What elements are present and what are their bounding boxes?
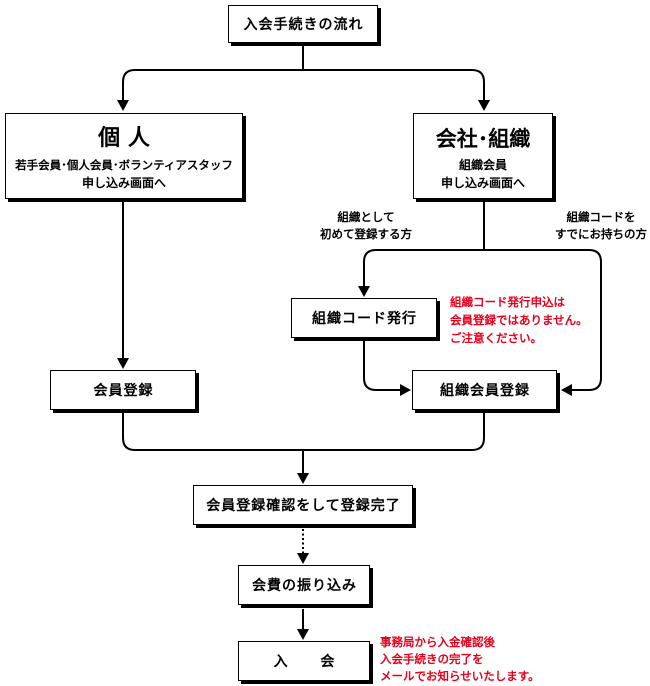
org-code-warning-line2: 会員登録ではありません。: [450, 313, 588, 327]
connector-branch-split: [122, 69, 485, 101]
arrowhead-to-fee-payment: [297, 553, 309, 564]
confirm-complete-label: 会員登録確認をして登録完了: [206, 498, 401, 514]
flow-title: 入会手続きの流れ: [243, 17, 364, 33]
org-member-registration-box[interactable]: 組織会員登録: [412, 370, 557, 410]
admission-notice-line2: 入会手続きの完了を: [380, 652, 484, 666]
first-time-org-label-line1: 組織として: [337, 210, 395, 224]
organization-application-link-text: 申し込み画面へ: [440, 176, 525, 190]
admission-notice-note: 事務局から入金確認後 入会手続きの完了を メールでお知らせいたします。: [380, 634, 540, 685]
connector-org-code-to-registration: [363, 341, 401, 391]
individual-heading: 個 人: [98, 126, 150, 151]
org-code-issue-label: 組織コード発行: [312, 311, 417, 327]
individual-application-link-text: 申し込み画面へ: [81, 176, 166, 190]
first-time-org-label-line2: 初めて登録する方: [320, 227, 412, 241]
has-code-org-label-line2: すでにお持ちの方: [554, 227, 648, 241]
confirm-complete-box: 会員登録確認をして登録完了: [193, 485, 413, 525]
org-code-issue-box[interactable]: 組織コード発行: [291, 298, 437, 338]
has-code-org-label-line1: 組織コードを: [566, 210, 636, 224]
arrowhead-to-org-code-issue: [358, 286, 370, 297]
member-registration-box[interactable]: 会員登録: [50, 370, 196, 410]
first-time-org-label: 組織として 初めて登録する方: [316, 209, 416, 243]
individual-member-types: 若手会員･個人会員･ボランティアスタッフ: [15, 158, 233, 172]
organization-heading: 会社･組織: [435, 127, 531, 151]
arrowhead-existing-code-to-org-registration: [561, 384, 572, 396]
admission-notice-line3: メールでお知らせいたします。: [380, 669, 540, 683]
organization-branch-box[interactable]: 会社･組織 組織会員 申し込み画面へ: [413, 113, 553, 199]
arrowhead-to-confirm: [297, 473, 309, 484]
admission-label: 入 会: [273, 654, 336, 670]
arrowhead-new-code-to-org-registration: [400, 384, 411, 396]
has-code-org-label: 組織コードを すでにお持ちの方: [553, 209, 649, 243]
fee-payment-box: 会費の振り込み: [238, 565, 370, 605]
flow-title-box: 入会手続きの流れ: [228, 5, 378, 43]
org-member-registration-label: 組織会員登録: [440, 383, 530, 399]
fee-payment-label: 会費の振り込み: [252, 578, 357, 594]
arrowhead-to-admission: [297, 629, 309, 640]
connector-merge: [122, 411, 485, 451]
admission-notice-line1: 事務局から入金確認後: [380, 635, 495, 649]
org-code-warning-line1: 組織コード発行申込は: [450, 295, 565, 309]
admission-box: 入 会: [238, 641, 370, 681]
connector-organization-split: [363, 249, 602, 391]
organization-member-type: 組織会員: [458, 158, 507, 172]
arrowhead-to-member-registration: [117, 358, 129, 369]
arrowhead-to-organization: [478, 100, 490, 111]
member-registration-label: 会員登録: [93, 383, 154, 399]
individual-branch-box[interactable]: 個 人 若手会員･個人会員･ボランティアスタッフ 申し込み画面へ: [5, 113, 243, 199]
arrowhead-to-individual: [117, 100, 129, 111]
org-code-warning-line3: ご注意ください。: [450, 331, 542, 345]
org-code-warning-note: 組織コード発行申込は 会員登録ではありません。 ご注意ください。: [450, 293, 588, 347]
